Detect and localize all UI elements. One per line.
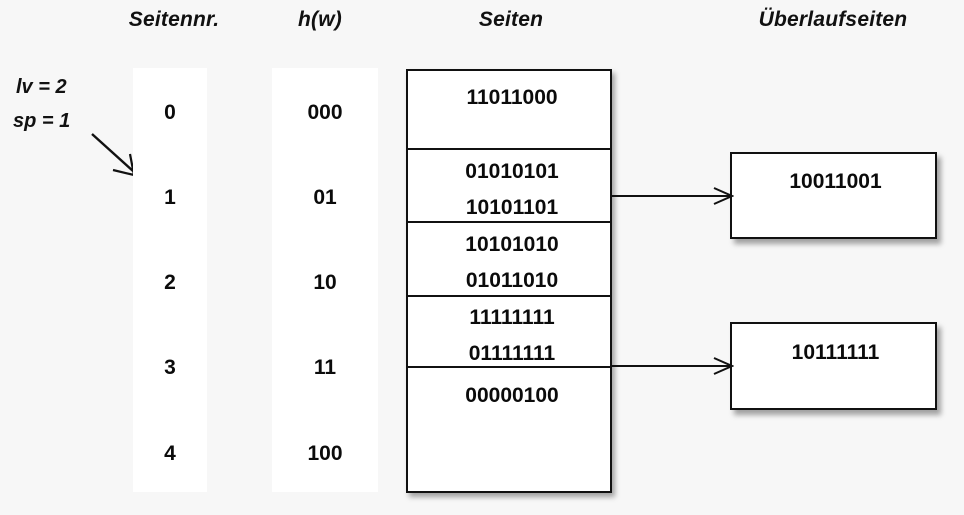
header-ueberlaufseiten: Überlaufseiten bbox=[758, 8, 908, 31]
seiten-row: 11011000 bbox=[408, 71, 610, 150]
seiten-entry: 01011010 bbox=[465, 269, 559, 292]
seiten-entry: 01111111 bbox=[468, 342, 556, 365]
seiten-entry: 11011000 bbox=[466, 86, 558, 109]
overflow-entry: 10111111 bbox=[791, 341, 880, 364]
hw-value: 10 bbox=[313, 271, 337, 294]
seiten-row: 00000100 bbox=[408, 368, 610, 491]
hw-value: 11 bbox=[313, 356, 337, 379]
seitennr-value: 1 bbox=[164, 186, 176, 209]
header-seiten: Seiten bbox=[478, 8, 544, 31]
seitennr-value: 0 bbox=[164, 101, 176, 124]
seiten-row: 01010101 10101101 bbox=[408, 150, 610, 223]
seiten-entry: 01010101 bbox=[465, 160, 559, 183]
overflow-page-box: 10011001 bbox=[730, 152, 937, 239]
seiten-entry: 10101101 bbox=[465, 196, 559, 219]
seiten-row: 11111111 01111111 bbox=[408, 297, 610, 368]
column-seitennr: 0 1 2 3 4 bbox=[133, 68, 207, 492]
hw-value: 01 bbox=[313, 186, 337, 209]
seitennr-value: 4 bbox=[164, 442, 176, 465]
header-hw: h(w) bbox=[298, 8, 342, 31]
seitennr-value: 2 bbox=[164, 271, 176, 294]
overflow-entry: 10011001 bbox=[789, 170, 882, 193]
annotation-sp: sp = 1 bbox=[13, 110, 71, 132]
seitennr-value: 3 bbox=[164, 356, 176, 379]
annotation-lv: lv = 2 bbox=[16, 76, 67, 98]
seiten-entry: 00000100 bbox=[465, 384, 559, 407]
arrow-right-icon bbox=[610, 187, 734, 205]
overflow-page-box: 10111111 bbox=[730, 322, 937, 410]
seiten-entry: 11111111 bbox=[469, 306, 555, 329]
arrow-right-icon bbox=[610, 357, 734, 375]
hw-value: 000 bbox=[307, 101, 343, 124]
seiten-row: 10101010 01011010 bbox=[408, 223, 610, 297]
seiten-entry: 10101010 bbox=[465, 233, 559, 256]
column-hw: 000 01 10 11 100 bbox=[272, 68, 378, 492]
hw-value: 100 bbox=[307, 442, 343, 465]
header-seitennr: Seitennr. bbox=[128, 8, 220, 31]
seiten-table: 11011000 01010101 10101101 10101010 0101… bbox=[406, 69, 612, 493]
